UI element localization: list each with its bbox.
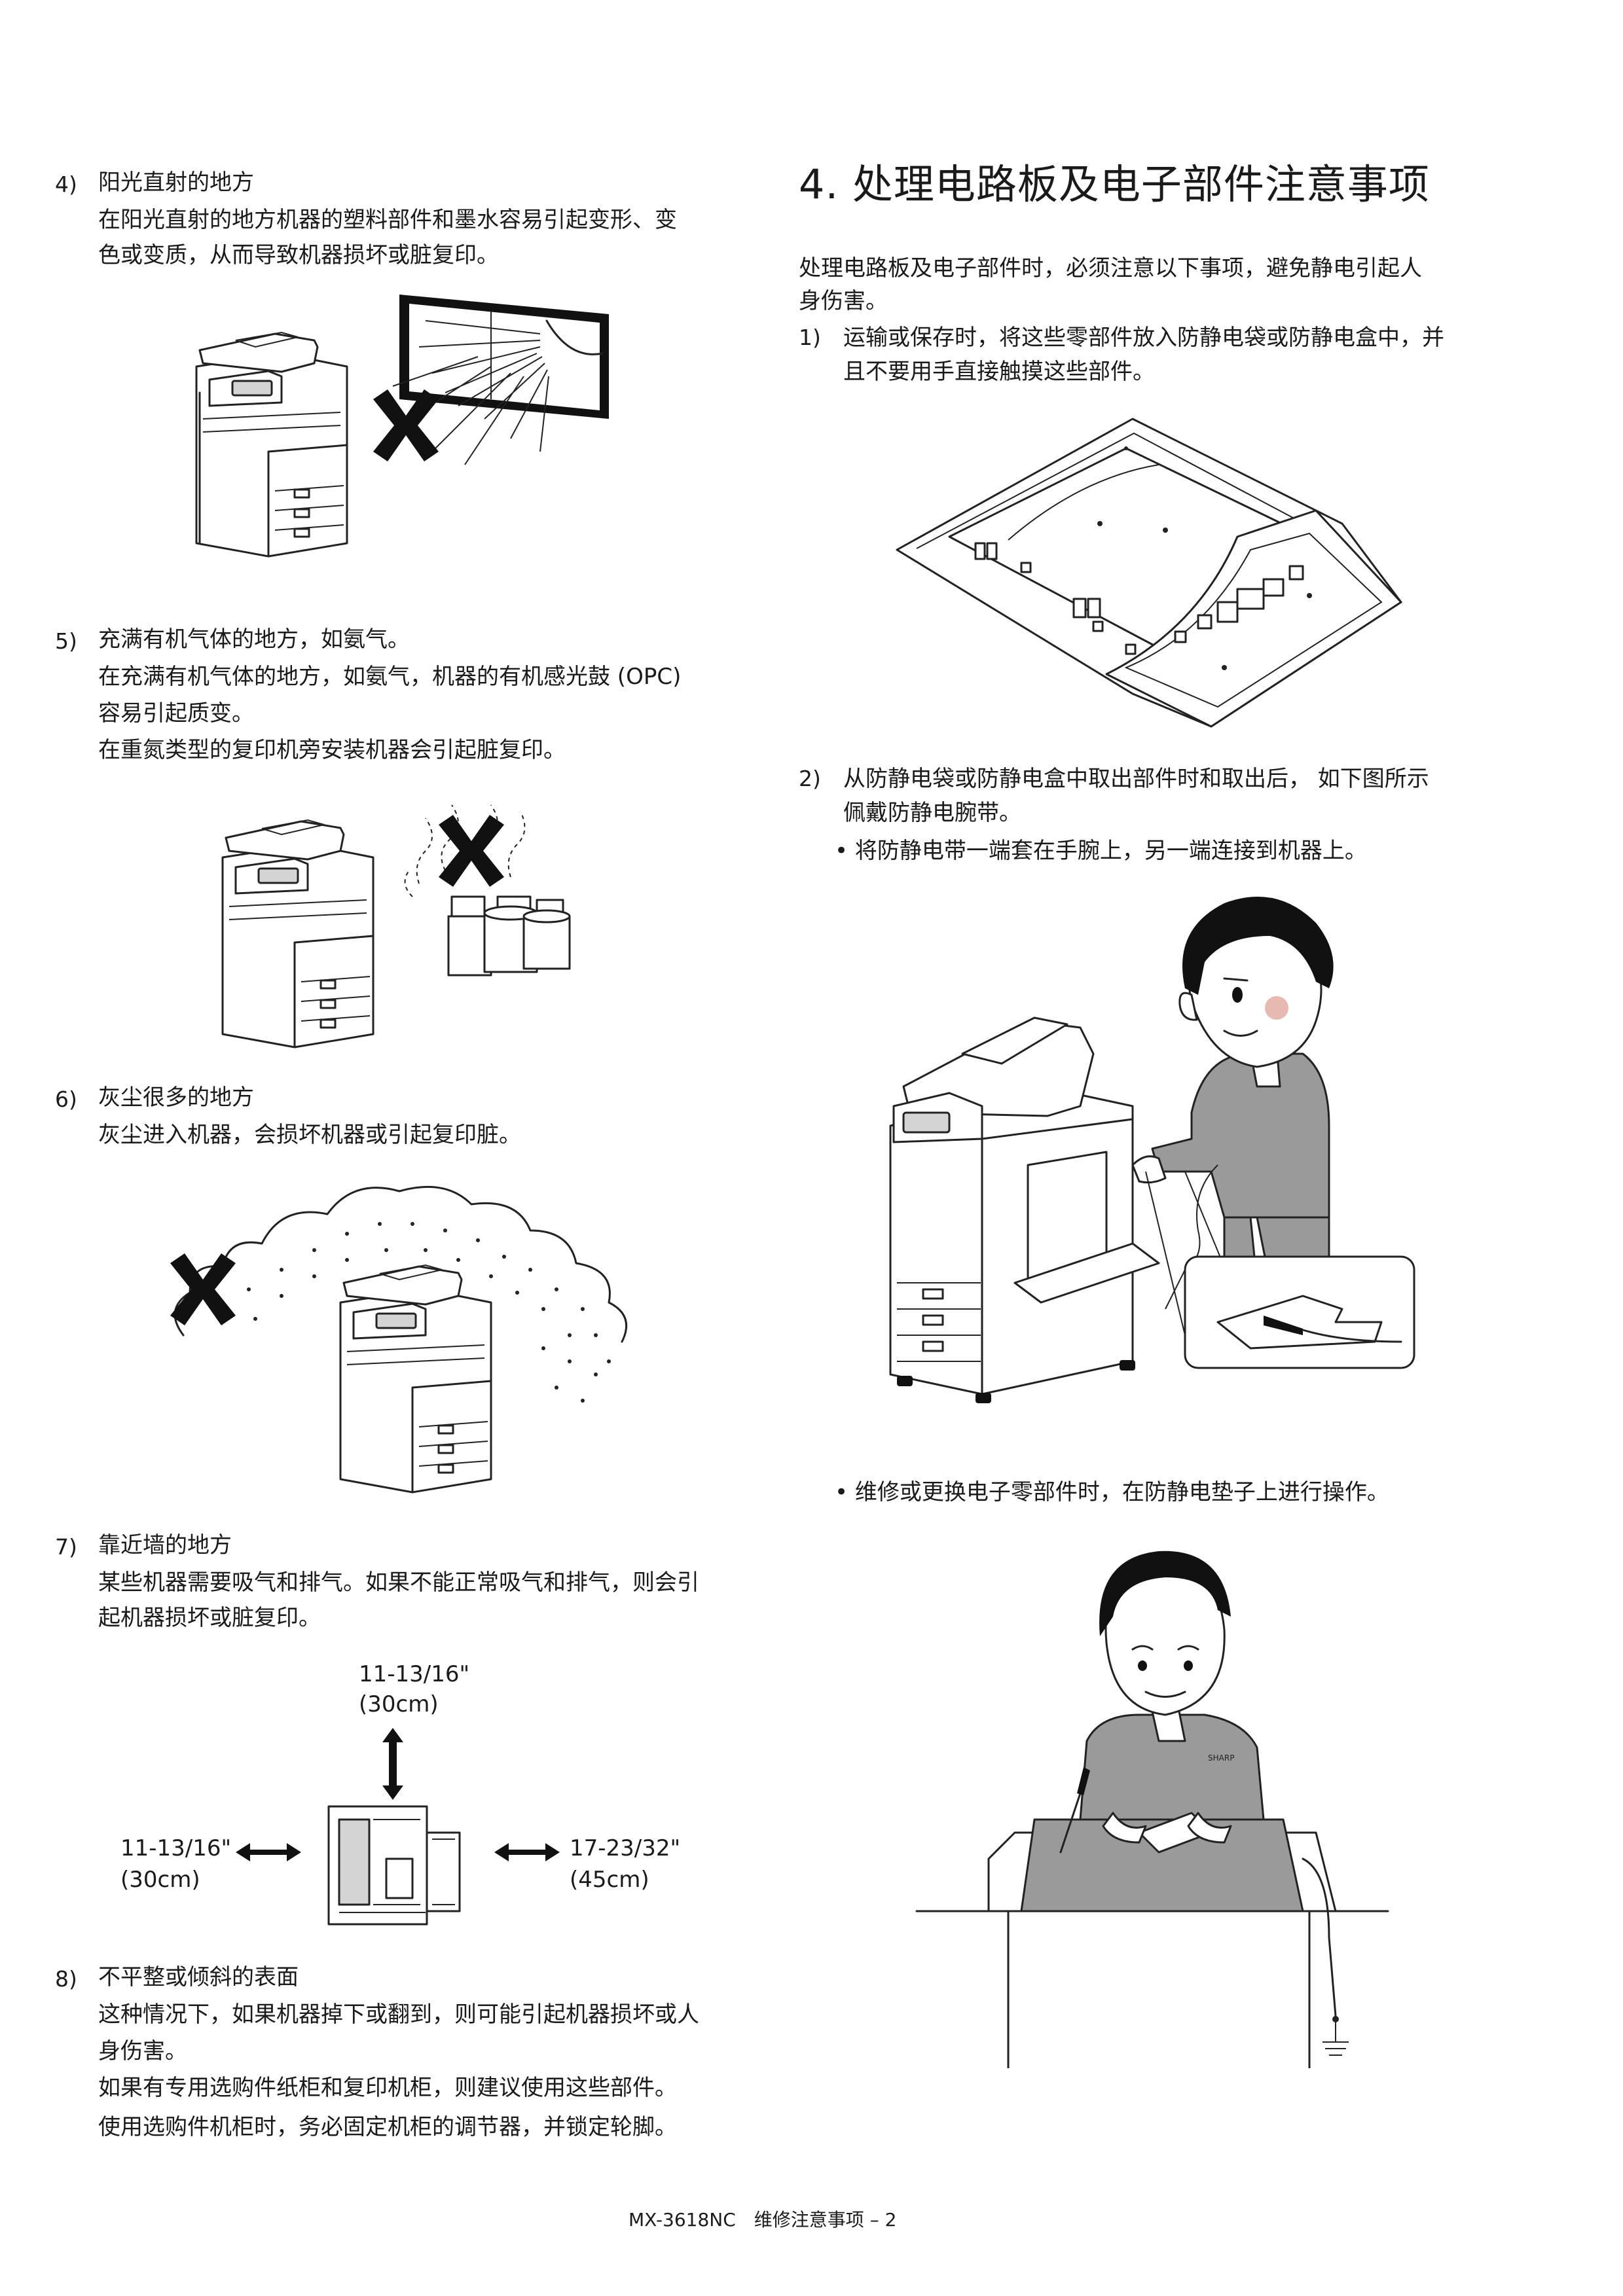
right-item-1-line-1: 运输或保存时，将这些零部件放入防静电袋或防静电盒中，并 bbox=[843, 325, 1444, 351]
item-7-number: 7) bbox=[55, 1534, 77, 1560]
item-5-line-1: 在充满有机气体的地方，如氨气，机器的有机感光鼓 (OPC) bbox=[98, 664, 682, 690]
item-8-line-3: 如果有专用选购件纸柜和复印机柜，则建议使用这些部件。 bbox=[98, 2075, 677, 2101]
item-5-line-2: 容易引起质变。 bbox=[98, 700, 254, 726]
chemical-bottles-icon bbox=[404, 804, 571, 977]
bullet-antistatic-mat: • 维修或更换电子零部件时，在防静电垫子上进行操作。 bbox=[835, 1479, 1389, 1505]
item-4-heading: 阳光直射的地方 bbox=[98, 170, 254, 196]
item-8-heading: 不平整或倾斜的表面 bbox=[98, 1964, 299, 1990]
right-item-2-line-2: 佩戴防静电腕带。 bbox=[843, 800, 1021, 826]
copier-icon bbox=[889, 1016, 1160, 1403]
clearance-top-cm: (30cm) bbox=[359, 1691, 439, 1717]
clearance-left-inch: 11-13/16" bbox=[120, 1835, 232, 1861]
item-8-line-1: 这种情况下，如果机器掉下或翻到，则可能引起机器损坏或人 bbox=[98, 2001, 699, 2028]
dust-illustration bbox=[170, 1185, 628, 1494]
item-4-line-2: 色或变质，从而导致机器损坏或脏复印。 bbox=[98, 242, 499, 268]
right-item-2-line-1: 从防静电袋或防静电盒中取出部件时和取出后， 如下图所示 bbox=[843, 766, 1429, 792]
sunlight-illustration bbox=[195, 295, 609, 558]
prohibited-x-icon bbox=[439, 815, 504, 887]
clearance-right-inch: 17-23/32" bbox=[570, 1835, 681, 1861]
gas-illustration bbox=[221, 804, 571, 1049]
item-8-line-4: 使用选购件机柜时，务必固定机柜的调节器，并锁定轮脚。 bbox=[98, 2114, 677, 2140]
item-8-line-2: 身伤害。 bbox=[98, 2038, 187, 2064]
item-4-line-1: 在阳光直射的地方机器的塑料部件和墨水容易引起变形、变 bbox=[98, 207, 677, 233]
copier-icon bbox=[339, 1264, 492, 1494]
right-item-2-number: 2) bbox=[799, 766, 821, 791]
item-6-heading: 灰尘很多的地方 bbox=[98, 1085, 254, 1111]
intro-line-2: 身伤害。 bbox=[799, 288, 888, 314]
shirt-logo: SHARP bbox=[1208, 1753, 1234, 1763]
technician-figure bbox=[1131, 897, 1334, 1310]
item-6-number: 6) bbox=[55, 1086, 77, 1112]
item-7-heading: 靠近墙的地方 bbox=[98, 1532, 232, 1558]
right-item-1-number: 1) bbox=[799, 325, 821, 350]
clearance-left-cm: (30cm) bbox=[120, 1867, 200, 1893]
clearance-top-inch: 11-13/16" bbox=[359, 1661, 470, 1687]
right-item-1-line-2: 且不要用手直接触摸这些部件。 bbox=[843, 359, 1155, 385]
item-7-line-2: 起机器损坏或脏复印。 bbox=[98, 1605, 321, 1631]
item-5-line-3: 在重氮类型的复印机旁安装机器会引起脏复印。 bbox=[98, 737, 566, 763]
item-5-heading: 充满有机气体的地方，如氨气。 bbox=[98, 626, 410, 653]
item-4-number: 4) bbox=[55, 171, 77, 197]
prohibited-x-icon bbox=[373, 389, 439, 461]
sun-window-icon bbox=[392, 295, 609, 465]
copier-icon bbox=[195, 331, 348, 558]
intro-line-1: 处理电路板及电子部件时，必须注意以下事项，避免静电引起人 bbox=[799, 255, 1422, 281]
page-footer: MX-3618NC 维修注意事项 – 2 bbox=[629, 2209, 897, 2231]
technician-antistatic-mat-illustration: SHARP bbox=[915, 1551, 1389, 2068]
item-8-number: 8) bbox=[55, 1966, 77, 1992]
item-7-line-1: 某些机器需要吸气和排气。如果不能正常吸气和排气，则会引 bbox=[98, 1570, 699, 1596]
prohibited-x-icon bbox=[170, 1253, 236, 1325]
item-6-line-1: 灰尘进入机器，会损坏机器或引起复印脏。 bbox=[98, 1122, 521, 1148]
technician-wrist-strap-illustration bbox=[889, 897, 1415, 1403]
copier-icon bbox=[221, 819, 374, 1049]
section-title: 4. 处理电路板及电子部件注意事项 bbox=[799, 160, 1430, 208]
circuit-board-bag-icon bbox=[896, 418, 1402, 728]
wall-clearance-diagram bbox=[236, 1728, 560, 1926]
bullet-wrist-strap: • 将防静电带一端套在手腕上，另一端连接到机器上。 bbox=[835, 838, 1367, 864]
clearance-right-cm: (45cm) bbox=[570, 1867, 649, 1893]
item-5-number: 5) bbox=[55, 628, 77, 654]
